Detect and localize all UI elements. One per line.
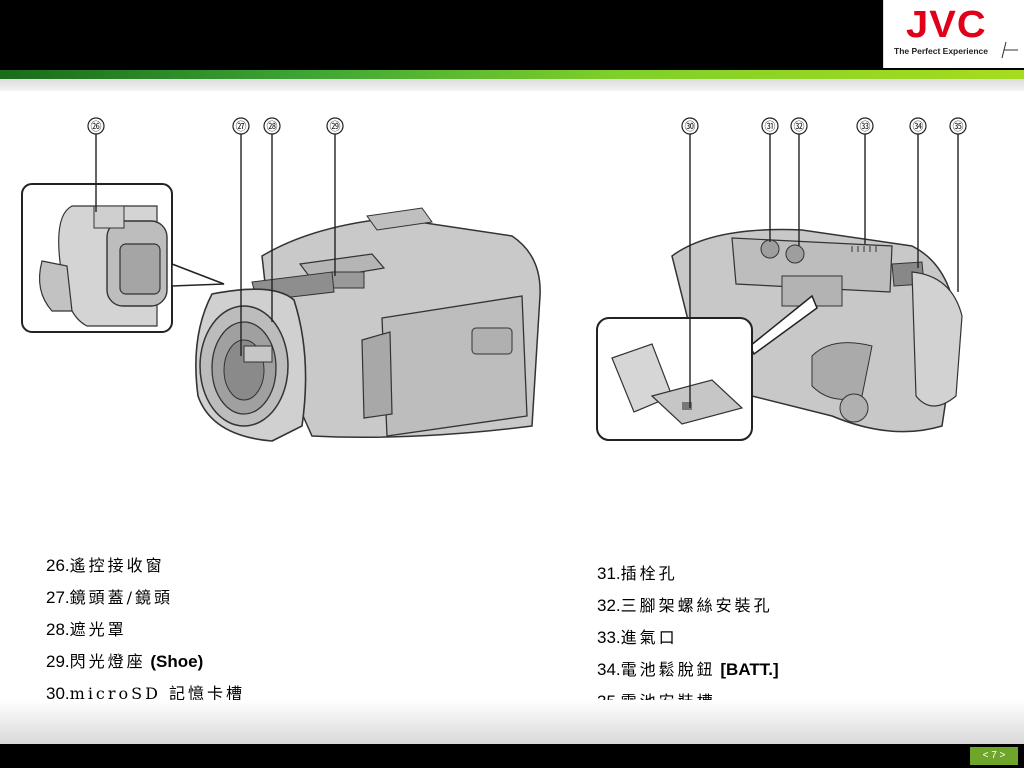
remote-sensor-inset bbox=[21, 183, 225, 333]
list-item: 32.三腳架螺絲安裝孔 bbox=[597, 596, 773, 615]
footer-bar: < 7 > bbox=[0, 744, 1024, 768]
camcorder-bottom-body bbox=[671, 228, 963, 433]
callout-33: ㉝ bbox=[860, 120, 871, 133]
tagline-mark-icon bbox=[1001, 41, 1018, 59]
list-item: 29.閃光燈座 (Shoe) bbox=[46, 652, 204, 671]
list-item: 26.遙控接收窗 bbox=[46, 556, 165, 575]
list-item: 27.鏡頭蓋/鏡頭 bbox=[46, 588, 174, 607]
callout-34: ㉞ bbox=[913, 120, 924, 133]
header-bar: JVC The Perfect Experience bbox=[0, 0, 1024, 70]
list-item: 28.遮光罩 bbox=[46, 620, 127, 639]
bottom-fade bbox=[0, 700, 1024, 744]
callout-35: ㉟ bbox=[953, 120, 964, 133]
green-stripe bbox=[0, 70, 1024, 79]
camcorder-diagram: ㉖ ㉗ ㉘ ㉙ bbox=[12, 96, 1004, 496]
callout-26: ㉖ bbox=[91, 120, 102, 133]
callout-29: ㉙ bbox=[330, 120, 341, 133]
callout-30: ㉚ bbox=[685, 120, 696, 133]
callout-27: ㉗ bbox=[236, 120, 247, 133]
camcorder-front-body bbox=[195, 207, 541, 442]
page-number-badge: < 7 > bbox=[970, 747, 1018, 765]
logo-tagline: The Perfect Experience bbox=[894, 46, 989, 56]
logo-text: JVC bbox=[906, 4, 987, 46]
callout-31: ㉛ bbox=[765, 120, 776, 133]
microsd-slot-inset bbox=[596, 294, 818, 441]
list-item: 33.進氣口 bbox=[597, 628, 678, 647]
list-item: 31.插栓孔 bbox=[597, 564, 678, 583]
callout-32: ㉜ bbox=[794, 120, 805, 133]
grey-band bbox=[0, 79, 1024, 91]
parts-list-left: 26.遙控接收窗 27.鏡頭蓋/鏡頭 28.遮光罩 29.閃光燈座 (Shoe)… bbox=[46, 550, 245, 710]
parts-list-right: 31.插栓孔 32.三腳架螺絲安裝孔 33.進氣口 34.電池鬆脫鈕 [BATT… bbox=[597, 558, 779, 718]
jvc-logo: JVC The Perfect Experience bbox=[883, 0, 1024, 68]
list-item: 30.microSD 記憶卡槽 bbox=[46, 684, 246, 703]
list-item: 34.電池鬆脫鈕 [BATT.] bbox=[597, 660, 779, 679]
callout-28: ㉘ bbox=[267, 120, 278, 133]
camcorder-illustration: ㉖ ㉗ ㉘ ㉙ bbox=[21, 117, 967, 442]
